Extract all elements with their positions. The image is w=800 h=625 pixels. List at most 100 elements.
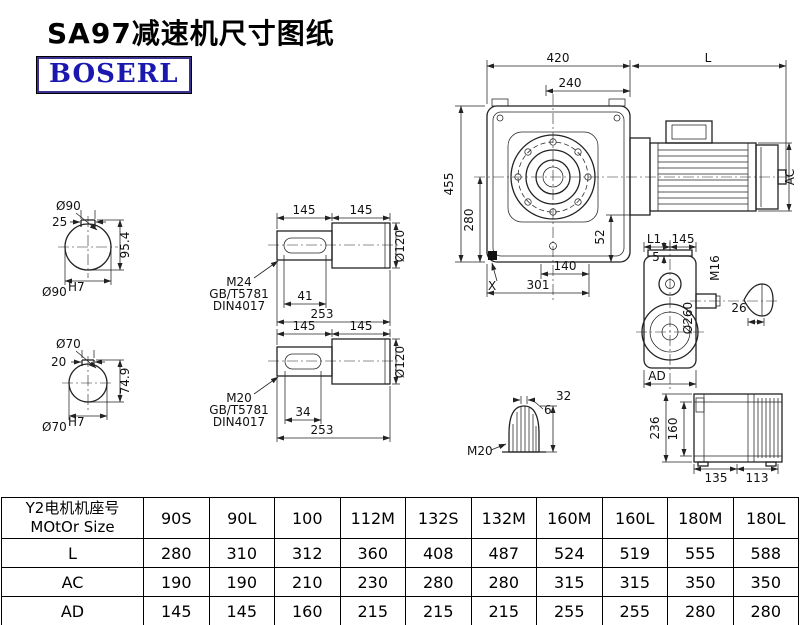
dim-301: 301 [527,278,550,292]
output-flange-view: L1 145 5 M16 Ø260 26 AD [636,232,778,390]
dim-140: 140 [554,259,577,273]
dim-52: 52 [593,229,607,244]
dim-dia-120: Ø120 [393,230,407,262]
hollow-bore-90-view: Ø90 25 95.4 Ø90 H7 [42,199,132,299]
table-cell: 519 [601,538,668,568]
dim-motor-length-L: L [705,51,712,65]
table-cell: 160 [274,596,341,625]
table-row-label: L [1,538,144,568]
table-header-line1: Y2电机机座号 [25,499,120,518]
table-cell: 145 [143,596,210,625]
table-row-L: L 280 310 312 360 408 487 524 519 555 58… [1,538,799,568]
dim-160: 160 [666,418,680,441]
dim-113: 113 [746,471,769,485]
dim-135: 135 [705,471,728,485]
table-cell: 145 [208,596,275,625]
table-header-row: Y2电机机座号 MOtOr Size 90S 90L 100 112M 132S… [1,497,799,539]
dim-dia-70: Ø70 [56,337,81,351]
table-col-header: 90L [208,497,275,539]
table-col-header: 160M [536,497,603,539]
fit-tol-70: H7 [68,415,85,429]
dim-95-4: 95.4 [118,232,132,259]
dim-145-e: 145 [672,232,695,246]
fit-dia-90: Ø90 [42,285,67,299]
fit-dia-70: Ø70 [42,420,67,434]
dim-253-b: 253 [311,423,334,437]
table-cell: 215 [339,596,406,625]
table-header-motor-size: Y2电机机座号 MOtOr Size [1,497,144,539]
dim-32: 32 [556,389,571,403]
x-mark-label: X [488,279,496,293]
table-header-line2: MOtOr Size [30,518,115,536]
table-cell: 280 [470,567,537,597]
table-cell: 315 [601,567,668,597]
table-row-label: AD [1,596,144,625]
standard-gbt5781: GB/T5781 [209,287,268,301]
dim-AD: AD [648,369,665,383]
table-cell: 255 [536,596,603,625]
table-cell: 210 [274,567,341,597]
dim-145-a: 145 [293,203,316,217]
table-col-header: 132M [470,497,537,539]
table-col-header: 180L [732,497,799,539]
table-col-header: 180M [667,497,734,539]
table-cell: 255 [601,596,668,625]
table-cell: 315 [536,567,603,597]
hollow-bore-70-view: Ø70 20 74.9 Ø70 H7 [42,337,132,434]
dim-420: 420 [547,51,570,65]
fit-tol-90: H7 [68,280,85,294]
shaft-end-key-detail: 6 32 M20 [467,389,571,458]
table-row-label: AC [1,567,144,597]
table-cell: 487 [470,538,537,568]
table-col-header: 112M [339,497,406,539]
brand-text: BOSERL [49,59,179,89]
standard-gbt5781-b: GB/T5781 [209,403,268,417]
dim-280: 280 [462,209,476,232]
dim-dia-90: Ø90 [56,199,81,213]
motor-size-table: Y2电机机座号 MOtOr Size 90S 90L 100 112M 132S… [1,497,799,625]
dim-AC: AC [783,169,797,185]
brand-logo: BOSERL [37,57,191,93]
dim-145-c: 145 [293,319,316,333]
dim-dia-260: Ø260 [681,302,695,334]
main-assembly-view: 420 L 240 455 280 52 140 301 X [442,51,797,300]
table-cell: 190 [208,567,275,597]
table-col-header: 132S [405,497,472,539]
table-cell: 280 [143,538,210,568]
dim-26: 26 [731,301,746,315]
page-title: SA97减速机尺寸图纸 [47,17,335,50]
table-cell: 190 [143,567,210,597]
table-cell: 350 [732,567,799,597]
dim-6: 6 [544,403,552,417]
dim-key-34: 34 [295,405,310,419]
table-cell: 310 [208,538,275,568]
dim-240: 240 [559,76,582,90]
table-cell: 280 [732,596,799,625]
thread-callout-m24: M24 [226,275,252,289]
dim-L1: L1 [647,232,661,246]
table-cell: 360 [339,538,406,568]
dim-key-41: 41 [297,289,312,303]
table-row-AD: AD 145 145 160 215 215 215 255 255 280 2… [1,596,799,625]
dim-dia-120-b: Ø120 [393,346,407,378]
dim-455: 455 [442,173,456,196]
dim-253: 253 [311,307,334,321]
dim-5: 5 [652,250,660,264]
table-cell: 408 [405,538,472,568]
motor-side-view: 236 160 135 113 [648,393,783,485]
table-cell: 215 [470,596,537,625]
standard-din4017: DIN4017 [213,299,265,313]
table-cell: 350 [667,567,734,597]
table-col-header: 100 [274,497,341,539]
output-shaft-upper-view: 145 145 Ø120 M24 GB/T5781 DIN4017 41 253 [209,203,407,326]
table-cell: 524 [536,538,603,568]
output-shaft-lower-view: 145 145 Ø120 M20 GB/T5781 DIN4017 34 253 [209,319,407,442]
table-cell: 312 [274,538,341,568]
thread-callout-m20-b: M20 [467,444,493,458]
table-col-header: 160L [601,497,668,539]
dim-145-d: 145 [350,319,373,333]
table-col-header: 90S [143,497,210,539]
table-cell: 215 [405,596,472,625]
table-row-AC: AC 190 190 210 230 280 280 315 315 350 3… [1,567,799,597]
